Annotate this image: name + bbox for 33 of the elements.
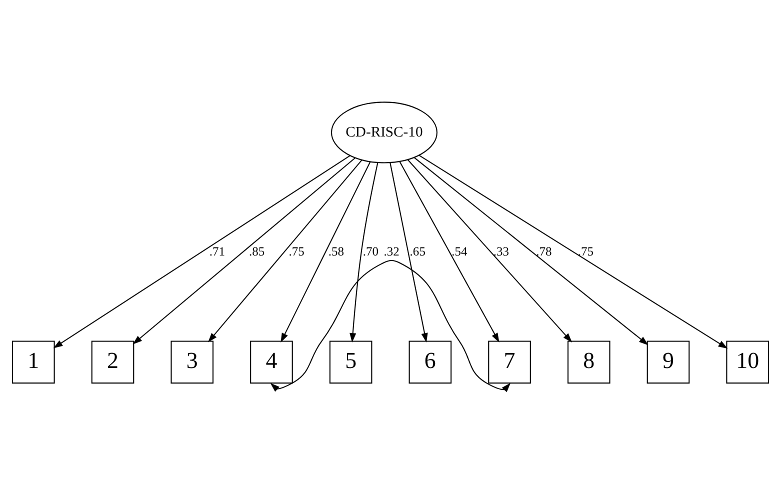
- node-ellipse: CD-RISC-10: [330, 102, 438, 164]
- node-box: 3: [170, 340, 214, 384]
- edge-label: .54: [452, 244, 468, 258]
- edge-label: .75: [578, 244, 594, 258]
- arrow: [132, 157, 356, 344]
- edge-label: .71: [209, 244, 226, 258]
- edge-label: .75: [288, 244, 304, 258]
- edge-label: .65: [410, 244, 426, 258]
- edge-label: .58: [328, 244, 344, 258]
- node-box: 10: [726, 340, 769, 384]
- node-box: 5: [329, 340, 372, 384]
- arrow: [350, 162, 378, 343]
- edge-label: .78: [536, 244, 552, 258]
- edge-label: .85: [249, 244, 265, 258]
- arrow: [418, 154, 728, 349]
- edge-label: .32: [384, 244, 400, 258]
- arrow: [280, 162, 371, 343]
- arrow: [53, 155, 350, 348]
- node-box: 8: [567, 340, 610, 384]
- edge-label: .70: [362, 244, 378, 258]
- arrow: [399, 162, 500, 342]
- node-box: 7: [488, 340, 531, 384]
- arrow: [208, 160, 362, 342]
- edge-label: .33: [493, 244, 510, 258]
- node-box: 4: [250, 340, 293, 384]
- arrow: [414, 157, 648, 346]
- node-box: 1: [12, 340, 55, 384]
- node-box: 2: [91, 340, 134, 384]
- node-box: 9: [646, 340, 690, 384]
- node-box: 6: [408, 340, 452, 384]
- arrow: [407, 159, 572, 342]
- arrow: [390, 162, 428, 343]
- arrow: [270, 260, 511, 392]
